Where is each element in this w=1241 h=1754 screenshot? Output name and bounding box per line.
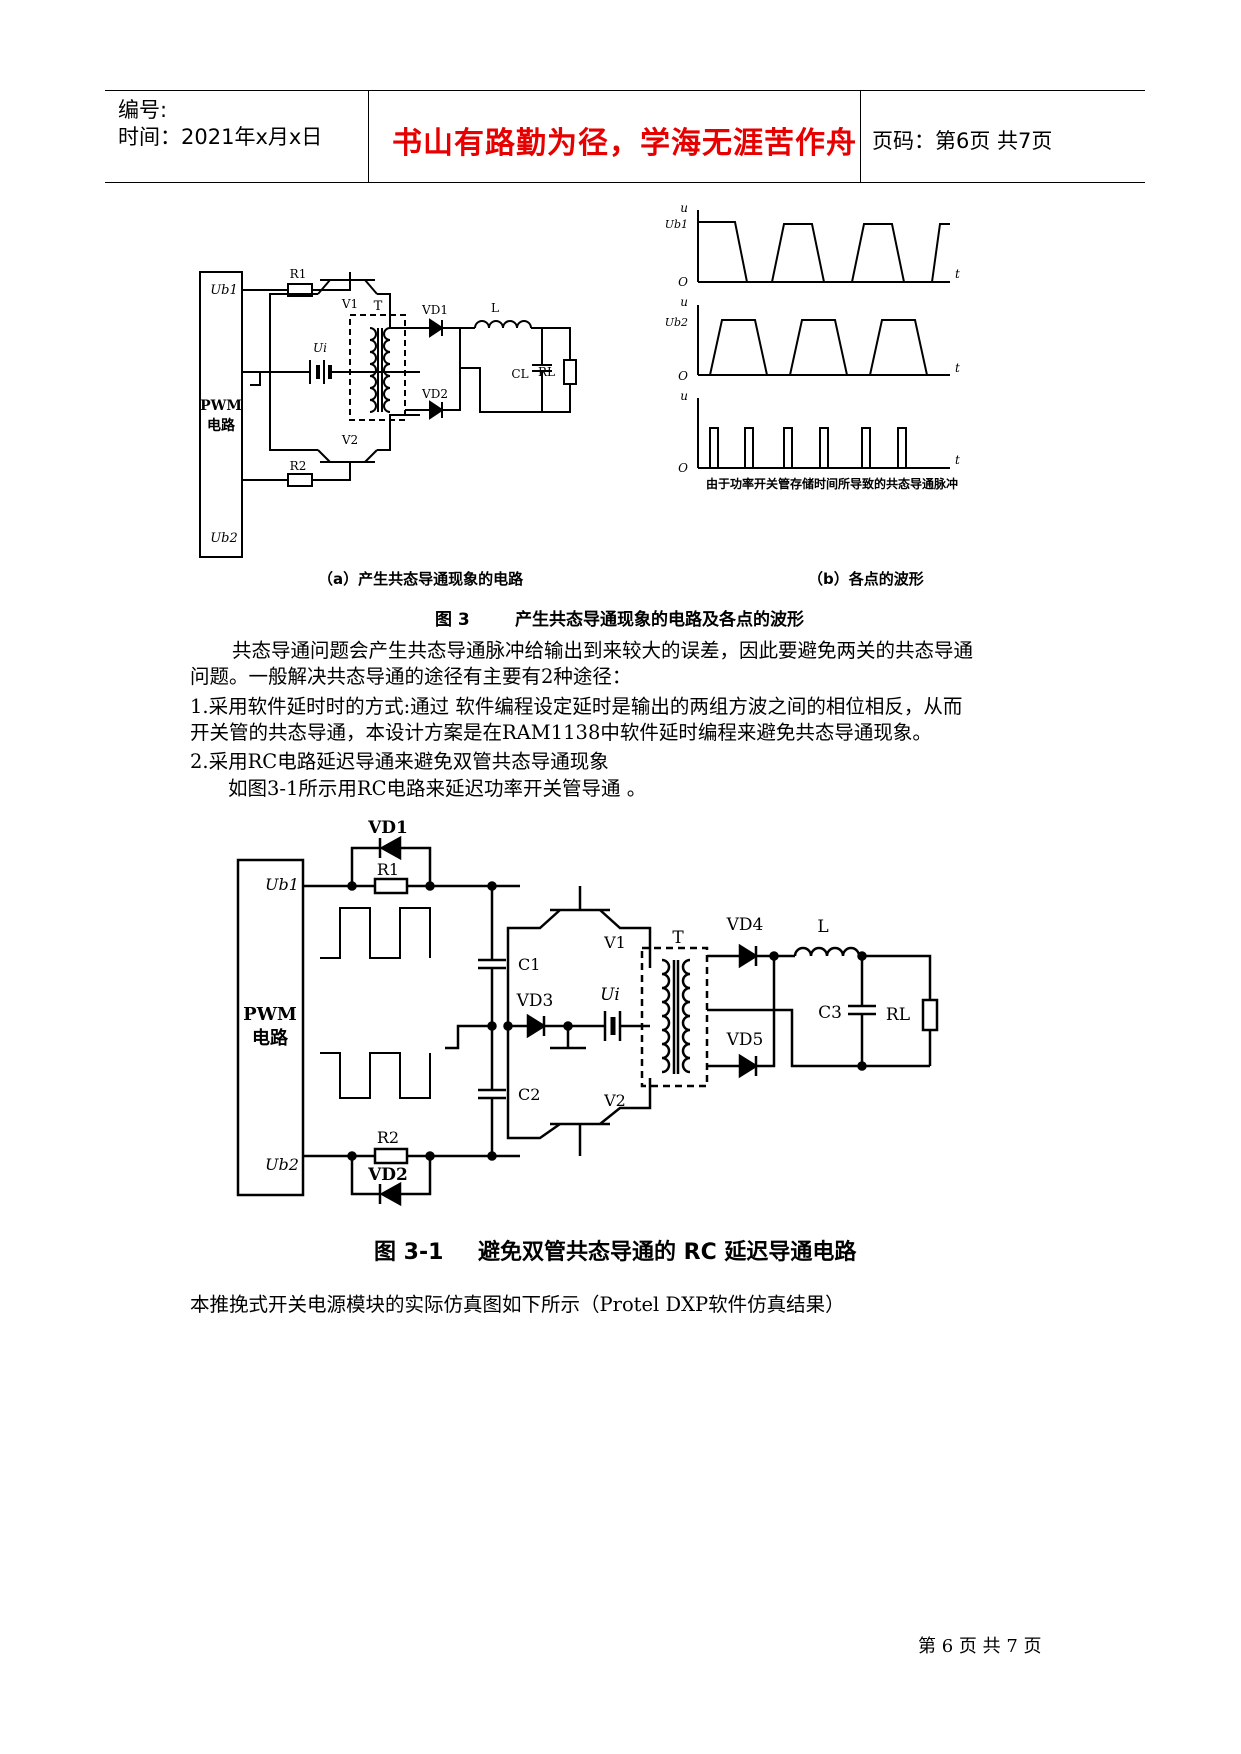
- v2-label: V2: [341, 433, 358, 447]
- t-label-2: T: [672, 928, 684, 948]
- ub1-label: Ub1: [210, 283, 238, 298]
- pwm-block-2: [236, 858, 305, 1197]
- footer-page-number: 第 6 页 共 7 页: [918, 1636, 1042, 1657]
- vd1-label-2: VD1: [367, 818, 408, 838]
- pwm2-label-2: 电路: [252, 1027, 289, 1049]
- l-label-2: L: [817, 917, 828, 937]
- header-bottom-rule: [105, 182, 1145, 183]
- t-label: T: [374, 299, 383, 314]
- paragraph-1: 共态导通问题会产生共态导通脉冲给输出到来较大的误差，因此要避免两关的共态导通: [232, 639, 974, 662]
- figure3-caption-num: 图 3: [435, 610, 470, 630]
- wave-u-label-2: u: [680, 295, 688, 309]
- r1-label-2: R1: [377, 860, 399, 879]
- vd2-label: VD2: [421, 387, 448, 401]
- pwm-block: [199, 271, 243, 558]
- paragraph-5: 2.采用RC电路延迟导通来避免双管共态导通现象: [190, 750, 609, 773]
- wave-ub1-label: Ub1: [665, 218, 688, 231]
- r2-label: R2: [290, 459, 307, 473]
- wave-o-label-1: O: [678, 275, 688, 289]
- header-number-label: 编号:: [118, 98, 168, 122]
- vd4-label: VD4: [726, 915, 764, 935]
- paragraph-2: 问题。一般解决共态导通的途径有主要有2种途径：: [190, 665, 632, 688]
- c2-label: C2: [518, 1085, 540, 1104]
- r1-label: R1: [290, 267, 307, 281]
- l-label: L: [491, 301, 499, 315]
- pwm-label: PWM: [200, 398, 242, 414]
- r1-resistor-2: [373, 877, 409, 895]
- figure31-diagram: PWM 电路 Ub1 Ub2 VD1 R1 R2 VD2 C1 C2 V1 V2…: [236, 818, 939, 1207]
- rl-resistor: [563, 359, 577, 385]
- c1-label: C1: [518, 955, 540, 974]
- ui-label: Ui: [313, 341, 327, 355]
- wave-ub2-label: Ub2: [665, 316, 688, 329]
- v1-label-2: V1: [603, 933, 626, 952]
- header-top-rule: [105, 90, 1145, 91]
- figure3-caption-text: 产生共态导通现象的电路及各点的波形: [515, 610, 804, 630]
- header-motto: 书山有路勤为径，学海无涯苦作舟: [392, 126, 857, 161]
- figure3-sub-b: （b）各点的波形: [808, 570, 924, 588]
- vd2-label-2: VD2: [367, 1165, 408, 1185]
- cl-label: CL: [511, 367, 528, 381]
- v2-label-2: V2: [603, 1091, 626, 1110]
- vd5-label: VD5: [726, 1030, 764, 1050]
- figure31-caption-num: 图 3-1: [374, 1240, 444, 1265]
- pwm2-label: PWM: [243, 1004, 297, 1025]
- ub2-label-2: Ub2: [265, 1155, 299, 1174]
- ub2-label: Ub2: [210, 531, 238, 546]
- rl-label: RL: [538, 365, 555, 379]
- ub1-label-2: Ub1: [265, 875, 299, 894]
- ui-label-2: Ui: [600, 985, 620, 1005]
- vd1-label: VD1: [421, 303, 448, 317]
- v1-label: V1: [341, 297, 358, 311]
- wave-t-label-1: t: [955, 267, 960, 281]
- paragraph-3: 1.采用软件延时时的方式:通过 软件编程设定延时是输出的两组方波之间的相位相反，…: [190, 695, 963, 718]
- figure3-diagram: PWM 电路 Ub1 Ub2 R1 V1 R2 V2 Ui T VD1 VD2 …: [199, 201, 960, 558]
- figure31-caption-text: 避免双管共态导通的 RC 延迟导通电路: [478, 1240, 857, 1265]
- r2-label-2: R2: [377, 1128, 399, 1147]
- r2-resistor-2: [373, 1147, 409, 1165]
- pwm-label-2: 电路: [207, 417, 236, 434]
- header-divider-right: [860, 90, 861, 182]
- header-divider-left: [368, 90, 369, 182]
- figure3-sub-a: （a）产生共态导通现象的电路: [318, 570, 524, 588]
- c3-label: C3: [818, 1003, 842, 1023]
- r2-resistor: [287, 473, 313, 487]
- paragraph-6: 如图3-1所示用RC电路来延迟功率开关管导通 。: [228, 777, 647, 800]
- transformer-box-2: [640, 946, 709, 1088]
- wave-t-label-3: t: [955, 453, 960, 467]
- header-page-label: 页码：第6页 共7页: [872, 129, 1053, 153]
- wave-u-label-3: u: [680, 389, 688, 403]
- wave-o-label-3: O: [678, 461, 688, 475]
- pulse-note: 由于功率开关管存储时间所导致的共态导通脉冲: [706, 476, 958, 491]
- closing-paragraph: 本推挽式开关电源模块的实际仿真图如下所示（Protel DXP软件仿真结果）: [190, 1293, 845, 1316]
- wave-o-label-2: O: [678, 369, 688, 383]
- rl-resistor-2: [921, 998, 939, 1032]
- header-time-label: 时间：2021年x月x日: [118, 125, 323, 149]
- wave-t-label-2: t: [955, 361, 960, 375]
- wave-u-label-1: u: [680, 201, 688, 215]
- vd3-label: VD3: [516, 991, 554, 1011]
- rl-label-2: RL: [886, 1005, 910, 1025]
- paragraph-4: 开关管的共态导通，本设计方案是在RAM1138中软件延时编程来避免共态导通现象。: [190, 721, 932, 744]
